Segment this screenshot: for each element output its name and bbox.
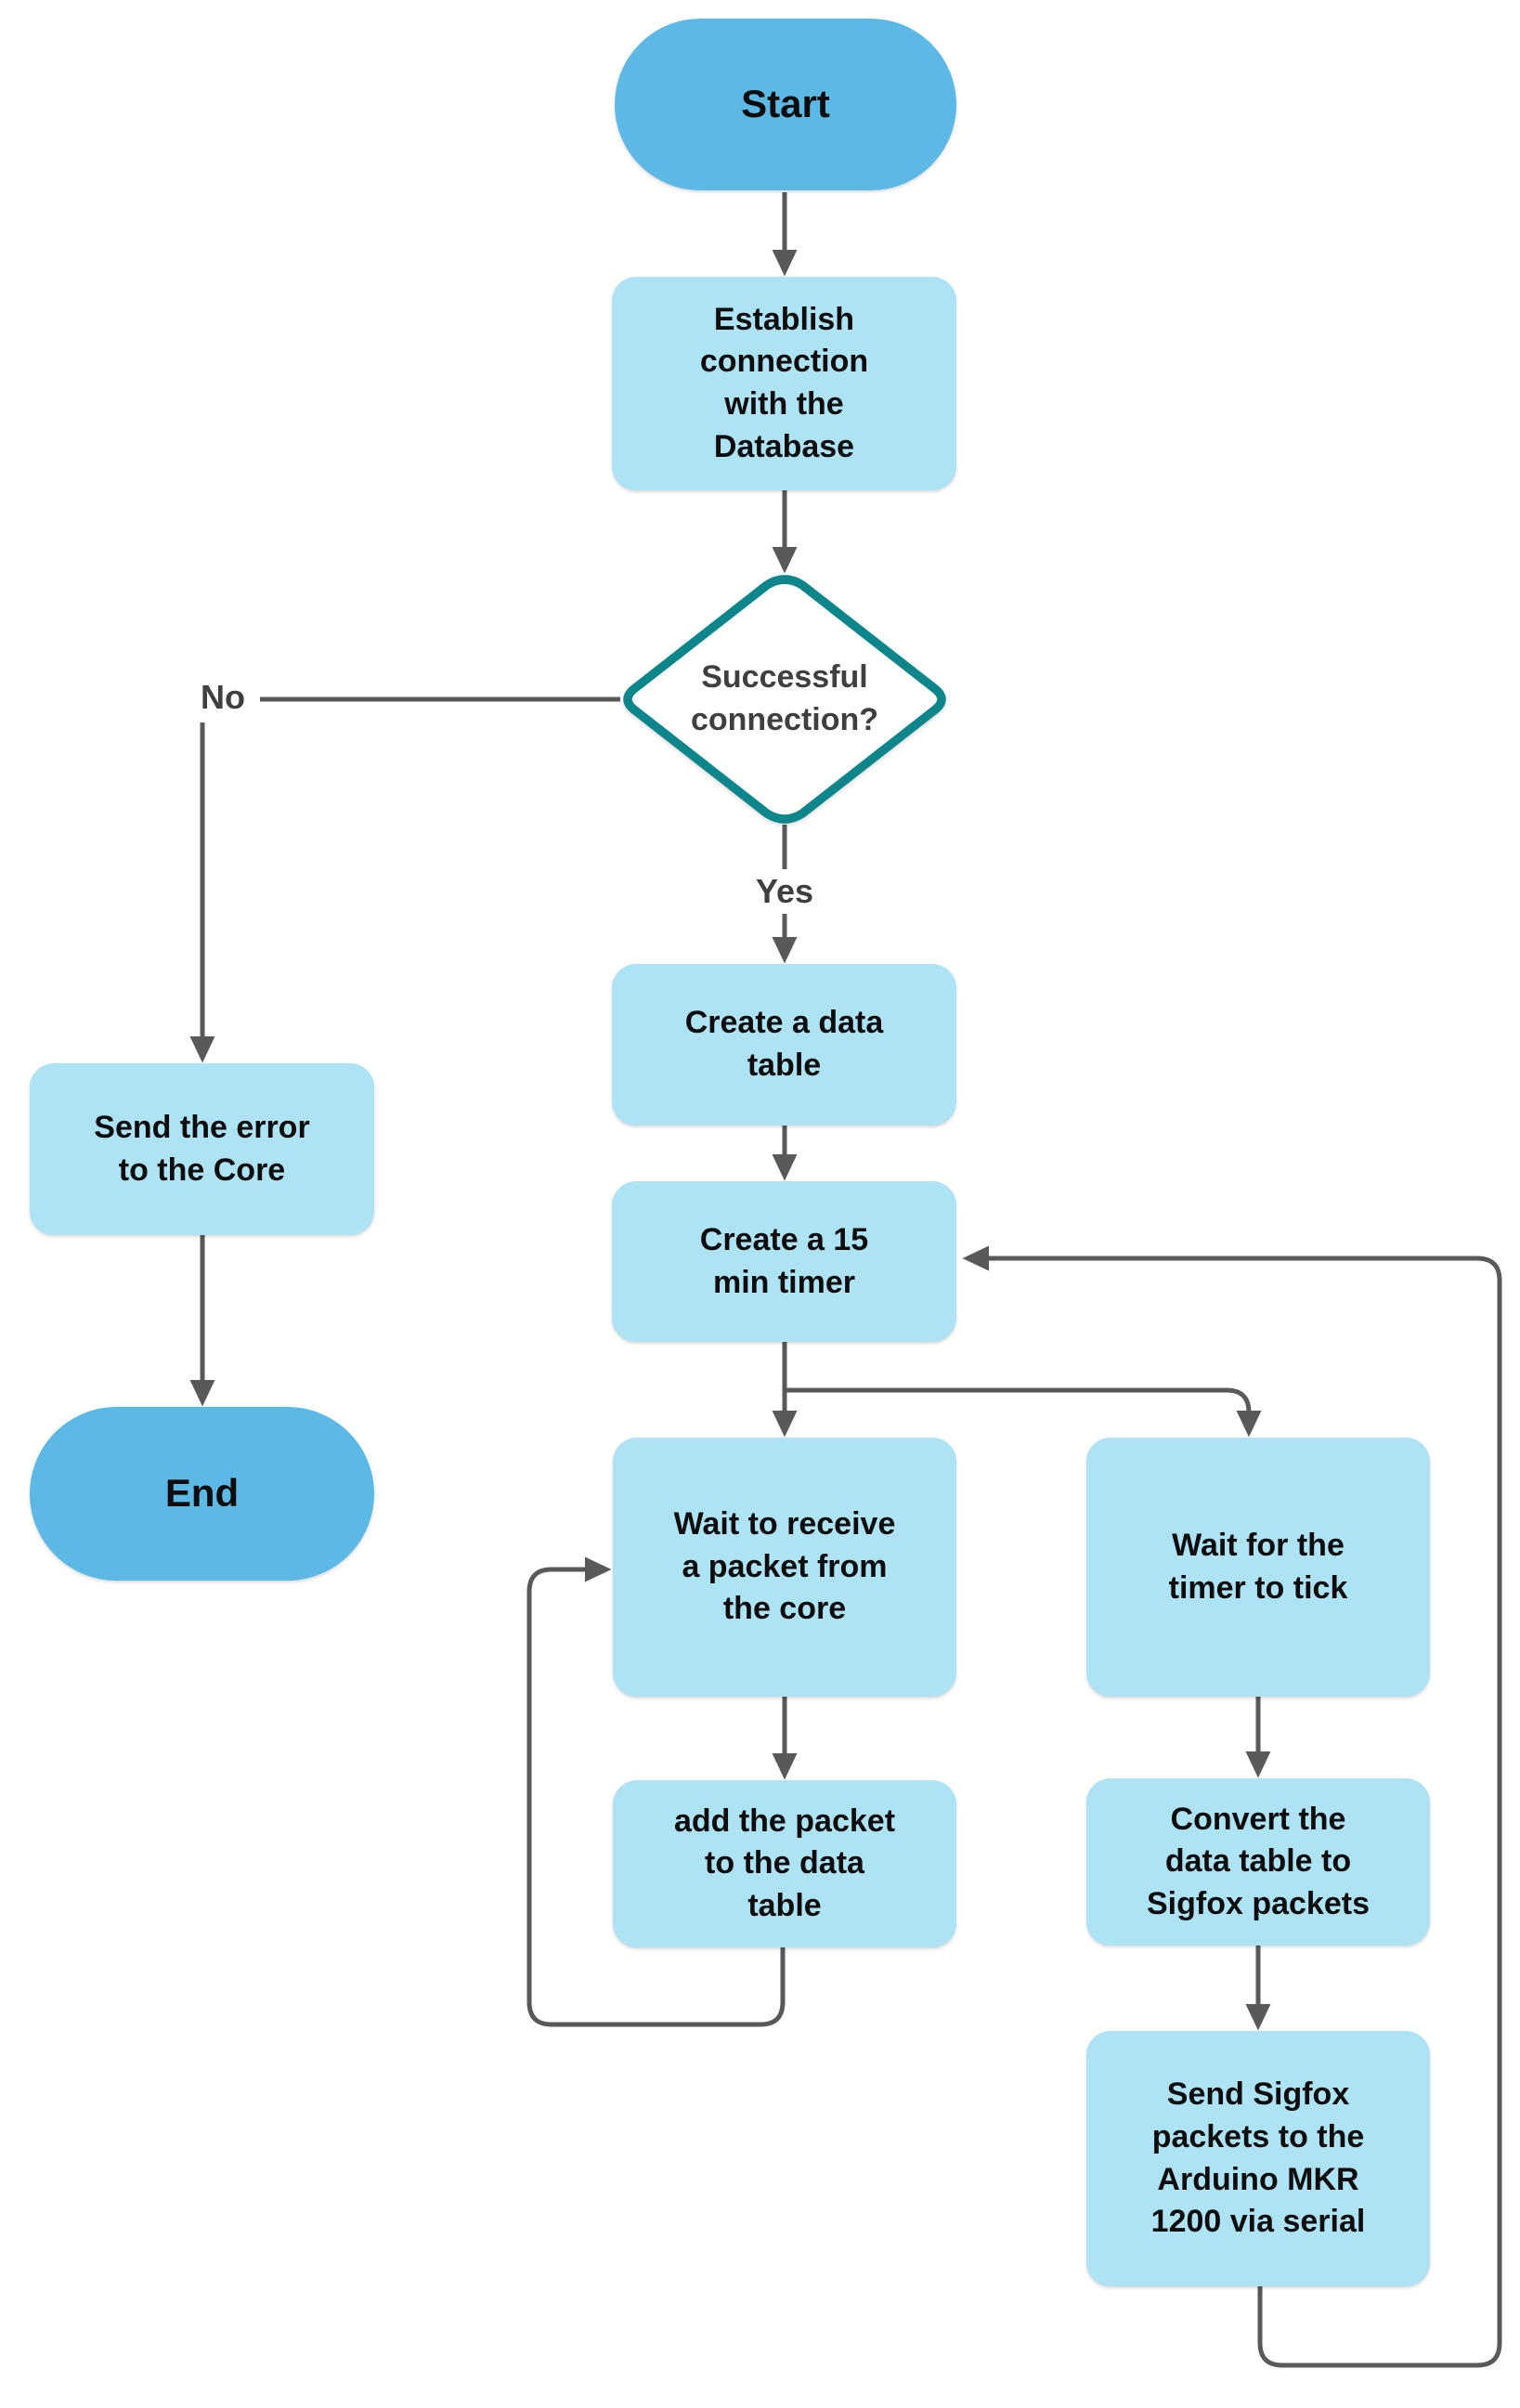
node-create-data-table: Create a data table <box>612 964 956 1126</box>
node-successful-connection: Successful connection? <box>645 641 924 758</box>
node-create-data-table-label: Create a data table <box>684 1005 884 1083</box>
node-wait-packet-label: Wait to receive a packet from the core <box>673 1506 896 1627</box>
node-wait-timer-label: Wait for the timer to tick <box>1168 1527 1348 1606</box>
node-establish-connection: Establish connection with the Database <box>612 277 956 490</box>
node-start: Start <box>615 19 956 190</box>
node-add-packet: add the packet to the data table <box>613 1780 956 1947</box>
node-send-sigfox: Send Sigfox packets to the Arduino MKR 1… <box>1086 2031 1430 2286</box>
node-send-error-label: Send the error to the Core <box>94 1109 310 1188</box>
node-add-packet-label: add the packet to the data table <box>673 1803 896 1923</box>
edge-label-no: No <box>186 677 260 718</box>
node-create-timer: Create a 15 min timer <box>612 1181 956 1342</box>
node-wait-packet: Wait to receive a packet from the core <box>613 1438 956 1697</box>
node-end-label: End <box>164 1471 240 1516</box>
node-establish-connection-label: Establish connection with the Database <box>699 301 869 464</box>
node-wait-timer: Wait for the timer to tick <box>1086 1438 1430 1697</box>
node-send-sigfox-label: Send Sigfox packets to the Arduino MKR 1… <box>1150 2076 1366 2240</box>
node-successful-connection-label: Successful connection? <box>690 659 879 737</box>
decision-diamond-shape <box>623 575 946 824</box>
node-convert-sigfox: Convert the data table to Sigfox packets <box>1086 1778 1430 1946</box>
edge-send-sigfox-loop-create-timer <box>962 1245 1502 2368</box>
node-create-timer-label: Create a 15 min timer <box>699 1221 869 1300</box>
edge-label-yes: Yes <box>741 869 828 914</box>
edge-create-timer-wait-timer <box>785 1387 1262 1438</box>
node-start-label: Start <box>741 82 830 126</box>
node-end: End <box>30 1407 374 1581</box>
edge-add-packet-loop-wait-packet <box>526 1556 786 2027</box>
node-send-error: Send the error to the Core <box>30 1063 374 1235</box>
node-convert-sigfox-label: Convert the data table to Sigfox packets <box>1147 1801 1370 1921</box>
